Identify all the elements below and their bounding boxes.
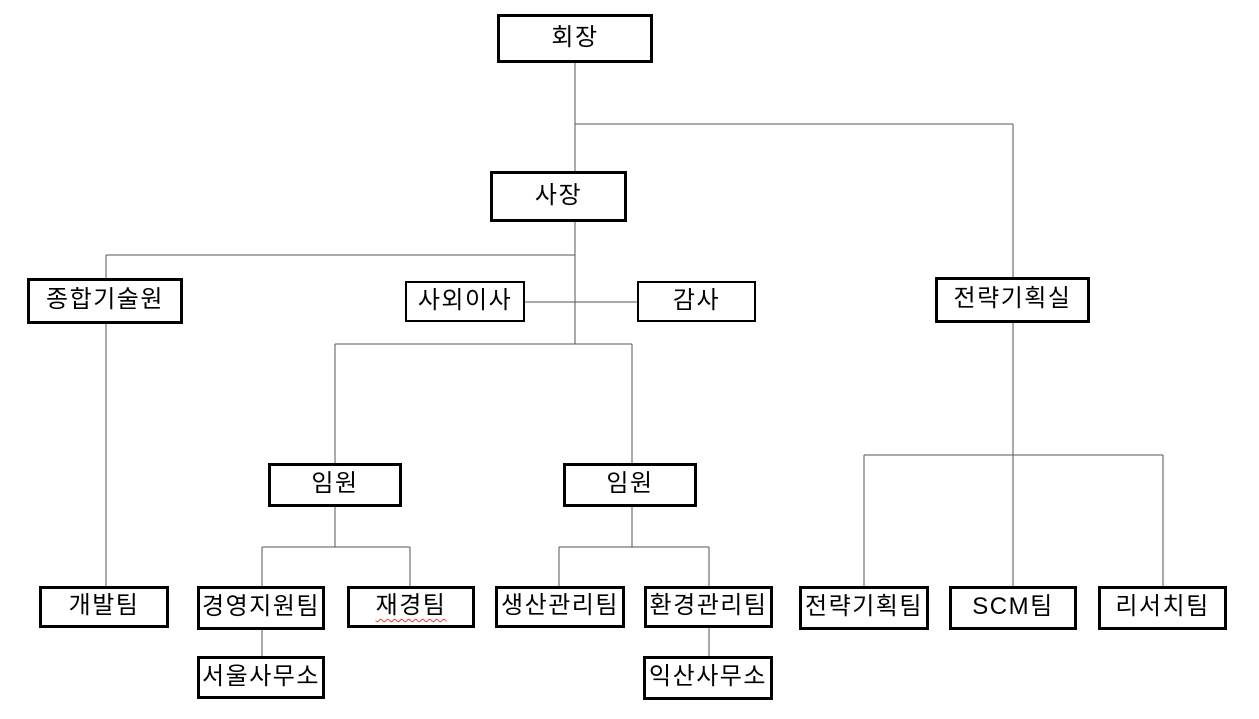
node-environment-team[interactable]: 환경관리팀 — [644, 586, 773, 628]
node-label-president: 사장 — [534, 181, 583, 209]
node-label-environment-team: 환경관리팀 — [649, 592, 768, 619]
node-strategy-office[interactable]: 전략기획실 — [935, 277, 1090, 323]
node-auditor[interactable]: 감사 — [637, 281, 756, 322]
node-label-executive-left: 임원 — [311, 470, 359, 497]
node-label-strategy-team: 전략기획팀 — [805, 593, 923, 620]
node-outside-director[interactable]: 사외이사 — [405, 281, 525, 322]
node-label-executive-right: 임원 — [606, 470, 654, 497]
node-president[interactable]: 사장 — [490, 171, 627, 222]
node-executive-left[interactable]: 임원 — [268, 463, 402, 507]
node-finance-team[interactable]: 재경팀 — [347, 586, 475, 628]
node-strategy-team[interactable]: 전략기획팀 — [799, 586, 929, 630]
node-label-finance-team: 재경팀 — [375, 592, 447, 619]
node-label-mgmt-support-team: 경영지원팀 — [202, 593, 320, 620]
node-seoul-office[interactable]: 서울사무소 — [197, 656, 325, 699]
node-label-iksan-office: 익산사무소 — [649, 663, 767, 690]
node-label-strategy-office: 전략기획실 — [953, 285, 1072, 312]
node-iksan-office[interactable]: 익산사무소 — [643, 656, 773, 700]
node-scm-team[interactable]: SCM팀 — [949, 586, 1077, 630]
node-tech-institute[interactable]: 종합기술원 — [27, 278, 183, 324]
node-executive-right[interactable]: 임원 — [563, 463, 697, 507]
node-research-team[interactable]: 리서치팀 — [1098, 586, 1227, 630]
node-label-seoul-office: 서울사무소 — [202, 662, 320, 690]
node-chairman[interactable]: 회장 — [497, 14, 653, 63]
node-label-auditor: 감사 — [672, 286, 721, 314]
node-label-tech-institute: 종합기술원 — [46, 286, 164, 313]
node-label-scm-team: SCM팀 — [972, 593, 1054, 620]
node-label-dev-team: 개발팀 — [68, 592, 140, 619]
node-mgmt-support-team[interactable]: 경영지원팀 — [197, 586, 325, 630]
node-label-chairman: 회장 — [551, 23, 599, 51]
node-label-outside-director: 사외이사 — [417, 286, 513, 314]
node-dev-team[interactable]: 개발팀 — [39, 586, 169, 628]
node-production-team[interactable]: 생산관리팀 — [495, 586, 625, 628]
node-label-research-team: 리서치팀 — [1115, 593, 1210, 620]
node-label-production-team: 생산관리팀 — [501, 592, 619, 619]
